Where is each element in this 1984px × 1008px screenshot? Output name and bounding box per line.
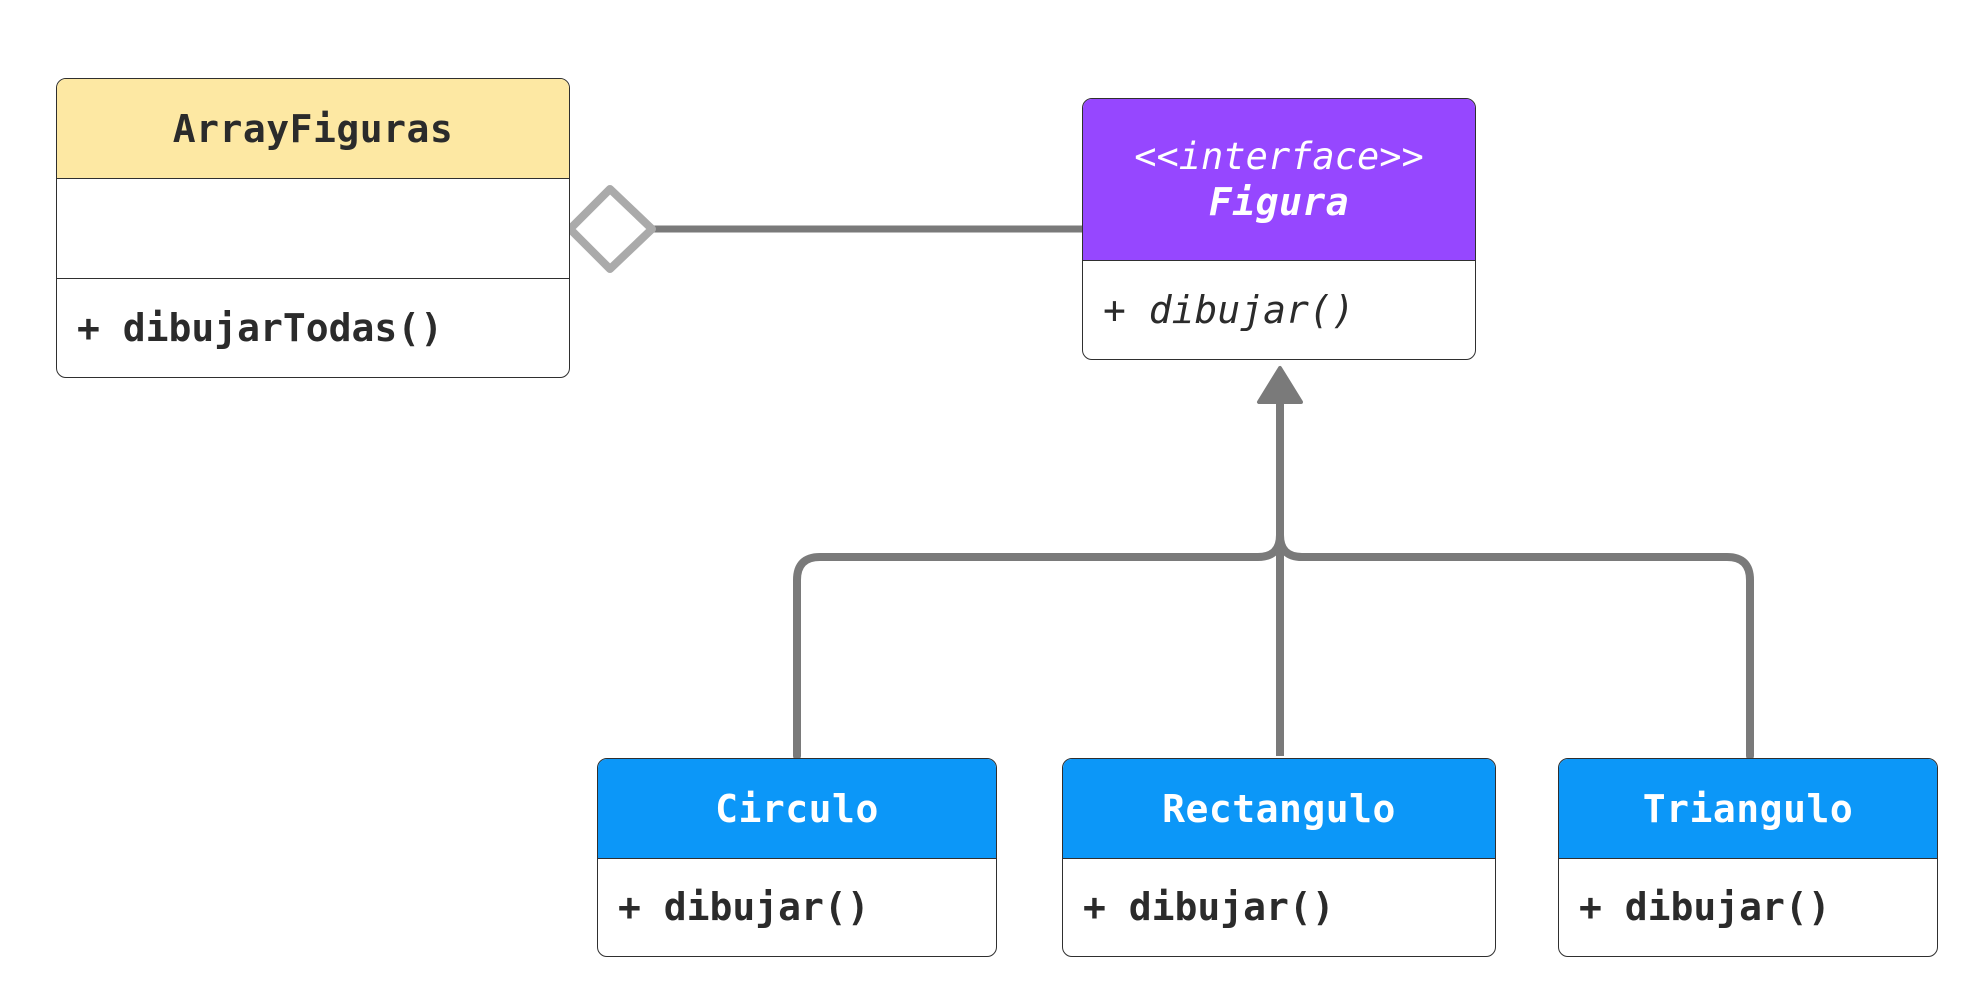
- class-header: ArrayFiguras: [57, 79, 569, 179]
- class-operations: + dibujar(): [1559, 859, 1937, 955]
- operation-text: + dibujar(): [1579, 885, 1831, 929]
- class-header: Triangulo: [1559, 759, 1937, 859]
- interface-figura: <<interface>> Figura + dibujar(): [1082, 98, 1476, 360]
- class-circulo: Circulo + dibujar(): [597, 758, 997, 957]
- class-attributes: [57, 179, 569, 279]
- operation-text: + dibujarTodas(): [77, 306, 444, 350]
- class-triangulo: Triangulo + dibujar(): [1558, 758, 1938, 957]
- class-operations: + dibujar(): [1063, 859, 1495, 955]
- realization-line-triangulo: [1276, 531, 1754, 760]
- class-rectangulo: Rectangulo + dibujar(): [1062, 758, 1496, 957]
- operation-text: + dibujar(): [618, 885, 870, 929]
- operation-text: + dibujar(): [1103, 288, 1355, 332]
- operation-text: + dibujar(): [1083, 885, 1335, 929]
- class-header: Circulo: [598, 759, 996, 859]
- class-operations: + dibujar(): [598, 859, 996, 955]
- class-header: Rectangulo: [1063, 759, 1495, 859]
- class-operations: + dibujarTodas(): [57, 279, 569, 377]
- class-array-figuras: ArrayFiguras + dibujarTodas(): [56, 78, 570, 378]
- interface-header: <<interface>> Figura: [1083, 99, 1475, 261]
- stereotype-label: <<interface>>: [1134, 135, 1424, 179]
- class-name: Triangulo: [1642, 786, 1854, 831]
- class-name: Circulo: [715, 786, 879, 831]
- class-name: ArrayFiguras: [172, 106, 454, 151]
- class-name: Rectangulo: [1162, 786, 1396, 831]
- aggregation-diamond-icon: [566, 185, 656, 273]
- realization-arrowhead-icon: [1257, 366, 1303, 404]
- interface-operations: + dibujar(): [1083, 261, 1475, 359]
- realization-line-circulo: [793, 531, 1284, 760]
- interface-name: Figura: [1208, 179, 1350, 224]
